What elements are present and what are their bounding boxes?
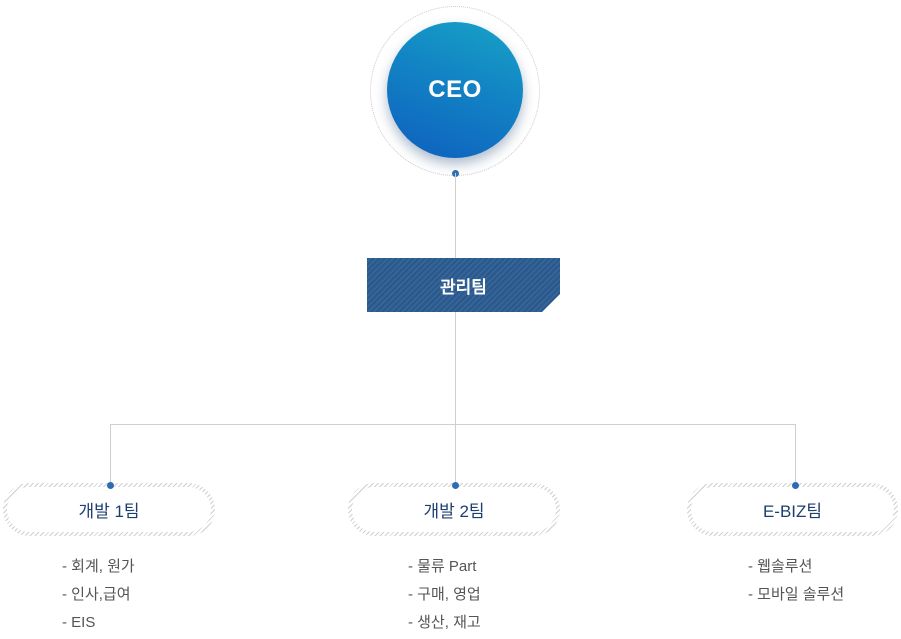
ceo-label: CEO (428, 76, 482, 103)
team1-connector-dot (106, 481, 114, 489)
team1-connector-line (110, 424, 111, 485)
team-label: E-BIZ팀 (762, 502, 823, 521)
ceo-node: CEO (387, 22, 523, 158)
team-node-inner: 개발 1팀 (7, 487, 211, 532)
team1-duty-list: - 회계, 원가 - 인사,급여 - EIS (62, 555, 135, 639)
team3-connector-line (795, 424, 796, 485)
team-node-inner: E-BIZ팀 (691, 487, 894, 532)
team-node-ebiz: E-BIZ팀 (687, 483, 898, 536)
branch-connector-line (110, 424, 796, 425)
team-node-dev2: 개발 2팀 (348, 483, 560, 536)
duty-item: - EIS (62, 614, 96, 631)
team3-duty-list: - 웹솔루션 - 모바일 솔루션 (748, 555, 844, 611)
team3-connector-dot (791, 481, 799, 489)
duty-item: - 웹솔루션 (748, 558, 813, 575)
duty-item: - 모바일 솔루션 (748, 586, 845, 603)
duty-item: - 구매, 영업 (408, 586, 481, 603)
team-label: 개발 2팀 (423, 502, 485, 521)
team-node-dev1: 개발 1팀 (3, 483, 215, 536)
duty-item: - 인사,급여 (62, 586, 131, 603)
team2-duty-list: - 물류 Part - 구매, 영업 - 생산, 재고 (408, 555, 481, 639)
duty-item: - 물류 Part (408, 558, 477, 575)
duty-item: - 생산, 재고 (408, 614, 481, 631)
team-node-inner: 개발 2팀 (352, 487, 556, 532)
team2-connector-dot (451, 481, 459, 489)
duty-item: - 회계, 원가 (62, 558, 135, 575)
team2-connector-line (455, 424, 456, 485)
management-label: 관리팀 (440, 277, 487, 297)
management-node: 관리팀 (367, 258, 560, 312)
team-label: 개발 1팀 (78, 502, 140, 521)
